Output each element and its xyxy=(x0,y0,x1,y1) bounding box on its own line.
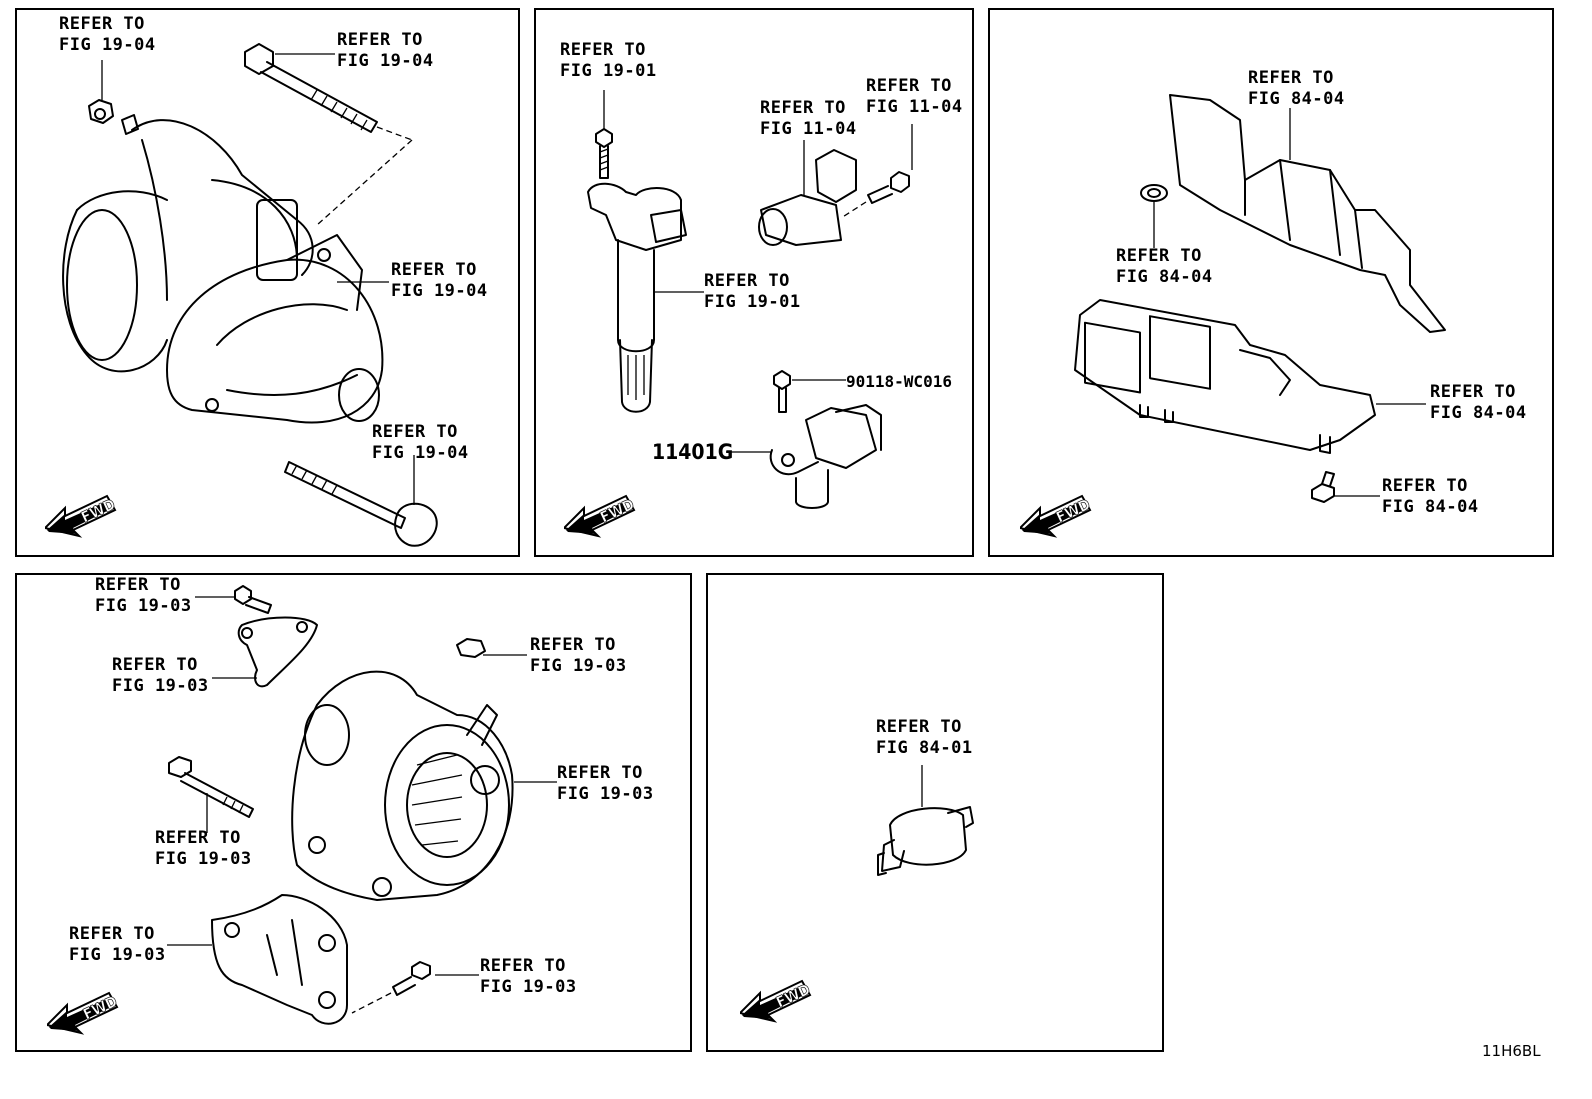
fwd-arrow-icon: FWD xyxy=(45,495,118,537)
panel-ignition: REFER TO FIG 19-01 REFER TO FIG 11-04 RE… xyxy=(534,8,974,557)
ecu-callout-body: REFER TO FIG 84-04 xyxy=(1430,382,1527,424)
ignition-callout-cam-sensor: REFER TO FIG 11-04 xyxy=(760,98,857,140)
callout-line2: FIG 19-03 xyxy=(69,945,166,965)
alt-callout-lower-bracket: REFER TO FIG 19-03 xyxy=(69,924,166,966)
ignition-coil-sensors-drawing xyxy=(587,90,913,509)
alt-callout-lower-bolt: REFER TO FIG 19-03 xyxy=(480,956,577,998)
fwd-label: FWD xyxy=(597,495,637,526)
alt-callout-body: REFER TO FIG 19-03 xyxy=(557,763,654,805)
switch-callout: REFER TO FIG 84-01 xyxy=(876,717,973,759)
callout-line2: FIG 19-03 xyxy=(112,676,209,696)
panel-alternator: REFER TO FIG 19-03 REFER TO FIG 19-03 RE… xyxy=(15,573,692,1052)
callout-line2: FIG 19-03 xyxy=(480,977,577,997)
ecu-callout-bolt: REFER TO FIG 84-04 xyxy=(1382,476,1479,518)
ecu-bracket-drawing xyxy=(1074,94,1446,503)
callout-line2: FIG 19-04 xyxy=(59,35,156,55)
callout-line1: REFER TO xyxy=(876,717,962,737)
oil-pressure-switch-drawing xyxy=(877,765,974,876)
starter-callout-top-bolt: REFER TO FIG 19-04 xyxy=(337,30,434,72)
callout-line2: FIG 19-03 xyxy=(155,849,252,869)
callout-line1: REFER TO xyxy=(560,40,646,60)
alternator-drawing xyxy=(167,585,557,1025)
part-number-crank-sensor[interactable]: 11401G xyxy=(652,440,734,464)
diagram-code: 11H6BL xyxy=(1482,1042,1541,1060)
panel-starter: REFER TO FIG 19-04 REFER TO FIG 19-04 RE… xyxy=(15,8,520,557)
callout-line1: REFER TO xyxy=(557,763,643,783)
callout-line1: REFER TO xyxy=(1116,246,1202,266)
callout-line1: REFER TO xyxy=(1430,382,1516,402)
starter-motor-drawing xyxy=(62,43,438,547)
callout-line2: FIG 84-04 xyxy=(1430,403,1527,423)
callout-line2: FIG 19-01 xyxy=(704,292,801,312)
callout-line1: REFER TO xyxy=(760,98,846,118)
alt-callout-nut: REFER TO FIG 19-03 xyxy=(530,635,627,677)
callout-line2: FIG 19-01 xyxy=(560,61,657,81)
callout-line1: REFER TO xyxy=(1382,476,1468,496)
callout-line1: REFER TO xyxy=(155,828,241,848)
alt-callout-bolt-small: REFER TO FIG 19-03 xyxy=(95,575,192,617)
callout-line2: FIG 19-04 xyxy=(391,281,488,301)
fwd-label: FWD xyxy=(773,980,813,1011)
ignition-callout-coil: REFER TO FIG 19-01 xyxy=(704,271,801,313)
fwd-label: FWD xyxy=(78,495,118,526)
panel-oil-pressure-switch: REFER TO FIG 84-01 FWD xyxy=(706,573,1164,1052)
callout-line1: REFER TO xyxy=(112,655,198,675)
callout-line1: REFER TO xyxy=(337,30,423,50)
callout-line1: REFER TO xyxy=(530,635,616,655)
ecu-callout-grommet: REFER TO FIG 84-04 xyxy=(1116,246,1213,288)
callout-line2: FIG 84-04 xyxy=(1116,267,1213,287)
ignition-callout-bolt: REFER TO FIG 19-01 xyxy=(560,40,657,82)
ignition-callout-cam-bolt: REFER TO FIG 11-04 xyxy=(866,76,963,118)
starter-callout-motor: REFER TO FIG 19-04 xyxy=(391,260,488,302)
fwd-label: FWD xyxy=(1053,495,1093,526)
fwd-arrow-icon: FWD xyxy=(47,992,120,1034)
alt-callout-long-bolt: REFER TO FIG 19-03 xyxy=(155,828,252,870)
callout-line2: FIG 19-03 xyxy=(530,656,627,676)
fwd-arrow-icon: FWD xyxy=(740,980,813,1022)
callout-line2: FIG 19-04 xyxy=(337,51,434,71)
alt-callout-bracket: REFER TO FIG 19-03 xyxy=(112,655,209,697)
callout-line1: REFER TO xyxy=(95,575,181,595)
part-number-bolt[interactable]: 90118-WC016 xyxy=(846,372,952,391)
fwd-arrow-icon: FWD xyxy=(564,495,637,537)
panel-ecu: REFER TO FIG 84-04 REFER TO FIG 84-04 RE… xyxy=(988,8,1554,557)
ecu-callout-cover: REFER TO FIG 84-04 xyxy=(1248,68,1345,110)
callout-line2: FIG 19-03 xyxy=(557,784,654,804)
starter-callout-bottom-bolt: REFER TO FIG 19-04 xyxy=(372,422,469,464)
callout-line2: FIG 84-01 xyxy=(876,738,973,758)
callout-line2: FIG 11-04 xyxy=(866,97,963,117)
callout-line2: FIG 84-04 xyxy=(1382,497,1479,517)
callout-line2: FIG 84-04 xyxy=(1248,89,1345,109)
fwd-arrow-icon: FWD xyxy=(1020,495,1093,537)
callout-line2: FIG 19-03 xyxy=(95,596,192,616)
fwd-label: FWD xyxy=(80,992,120,1023)
callout-line1: REFER TO xyxy=(391,260,477,280)
callout-line2: FIG 11-04 xyxy=(760,119,857,139)
callout-line1: REFER TO xyxy=(866,76,952,96)
callout-line2: FIG 19-04 xyxy=(372,443,469,463)
callout-line1: REFER TO xyxy=(1248,68,1334,88)
callout-line1: REFER TO xyxy=(69,924,155,944)
callout-line1: REFER TO xyxy=(372,422,458,442)
starter-callout-nut: REFER TO FIG 19-04 xyxy=(59,14,156,56)
callout-line1: REFER TO xyxy=(480,956,566,976)
callout-line1: REFER TO xyxy=(704,271,790,291)
callout-line1: REFER TO xyxy=(59,14,145,34)
